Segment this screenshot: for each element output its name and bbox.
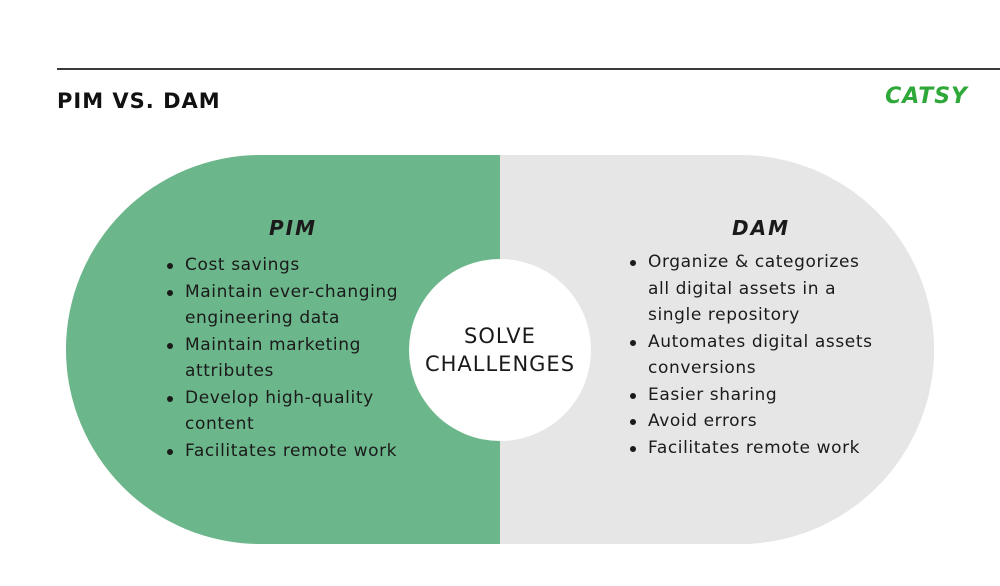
- list-item: Avoid errors: [626, 408, 886, 435]
- list-item: Develop high-quality content: [163, 385, 413, 438]
- list-item: Facilitates remote work: [163, 438, 413, 465]
- list-item: Facilitates remote work: [626, 435, 886, 462]
- page-title: PIM VS. DAM: [57, 89, 221, 113]
- center-circle: SOLVE CHALLENGES: [409, 259, 591, 441]
- list-item: Easier sharing: [626, 382, 886, 409]
- comparison-pill: PIM Cost savings Maintain ever-changing …: [66, 155, 934, 544]
- list-item: Organize & categorizes all digital asset…: [626, 249, 886, 329]
- header-divider: [57, 68, 1000, 70]
- dam-list: Organize & categorizes all digital asset…: [626, 249, 886, 461]
- pim-heading: PIM: [269, 216, 318, 240]
- catsy-logo: CATSY: [885, 84, 968, 109]
- pim-list: Cost savings Maintain ever-changing engi…: [163, 252, 413, 464]
- center-label-line2: CHALLENGES: [424, 352, 576, 376]
- list-item: Automates digital assets conversions: [626, 329, 886, 382]
- list-item: Maintain ever-changing engineering data: [163, 279, 413, 332]
- list-item: Maintain marketing attributes: [163, 332, 413, 385]
- list-item: Cost savings: [163, 252, 413, 279]
- center-label-line1: SOLVE: [464, 324, 536, 348]
- dam-heading: DAM: [732, 216, 790, 240]
